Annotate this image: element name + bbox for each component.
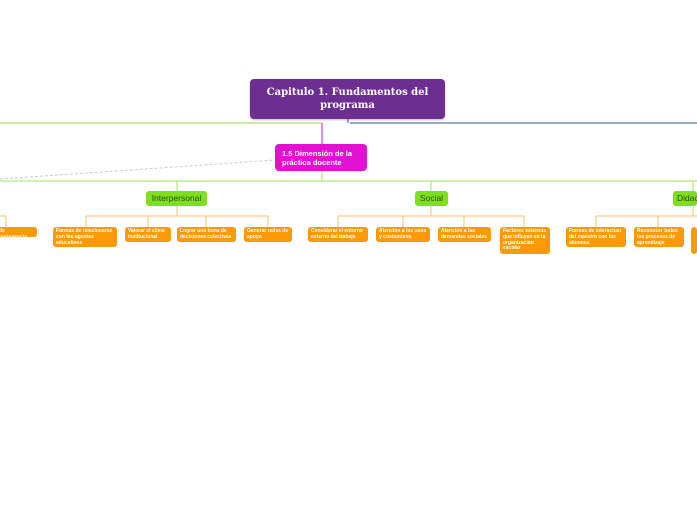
leaf-label: Valorar el clima institucional <box>128 228 165 240</box>
leaf-label: Considerar el entorno externo del trabaj… <box>311 228 363 240</box>
leaf-pertenencia[interactable]: de pertenencia <box>0 227 37 237</box>
leaf-entorno-externo[interactable]: Considerar el entorno externo del trabaj… <box>308 227 368 242</box>
leaf-demandas-sociales[interactable]: Atención a las demandas sociales <box>438 227 491 242</box>
leaf-label: Generar redes de apoyo <box>247 228 289 240</box>
subtopic-practica-docente[interactable]: 1.5 Dimensión de la práctica docente <box>275 144 367 171</box>
category-label: Didac <box>677 193 697 203</box>
root-topic[interactable]: Capitulo 1. Fundamentos del programa <box>250 79 445 119</box>
leaf-redes-apoyo[interactable]: Generar redes de apoyo <box>244 227 292 242</box>
leaf-procesos-aprendizaje[interactable]: Reconocer todos los procesos de aprendiz… <box>634 227 684 247</box>
category-interpersonal[interactable]: Interpersonal <box>146 191 207 206</box>
dashed-relation <box>0 159 276 180</box>
leaf-formas-relacionarse[interactable]: Formas de relacionarse con los agentes e… <box>53 227 117 247</box>
leaf-label: Formas de interactuar del maestro con lo… <box>569 228 622 246</box>
leaf-didactic-partial[interactable] <box>691 227 697 254</box>
category-label: Social <box>419 193 444 203</box>
leaf-label: Atención a los usos y costumbres <box>379 228 427 240</box>
subtopic-label: 1.5 Dimensión de la práctica docente <box>282 149 353 167</box>
leaf-decisiones-colectivas[interactable]: Lograr una toma de decisiones colectivas <box>177 227 236 242</box>
category-label: Interpersonal <box>151 193 202 203</box>
leaf-label: Factores externos que influyen en la org… <box>503 228 547 252</box>
category-didactic-partial[interactable]: Didac <box>673 191 697 206</box>
category-social[interactable]: Social <box>415 191 448 206</box>
leaf-usos-costumbres[interactable]: Atención a los usos y costumbres <box>376 227 430 242</box>
leaf-label: Formas de relacionarse con los agentes e… <box>56 228 113 246</box>
root-topic-label: Capitulo 1. Fundamentos del programa <box>266 87 429 111</box>
leaf-label: Reconocer todos los procesos de aprendiz… <box>637 228 678 246</box>
leaf-label: de pertenencia <box>0 228 28 237</box>
leaf-interactuar-alumnos[interactable]: Formas de interactuar del maestro con lo… <box>566 227 626 247</box>
leaf-label: Atención a las demandas sociales <box>441 228 487 240</box>
leaf-clima-institucional[interactable]: Valorar el clima institucional <box>125 227 171 242</box>
leaf-label: Lograr una toma de decisiones colectivas <box>180 228 232 240</box>
leaf-factores-externos[interactable]: Factores externos que influyen en la org… <box>500 227 550 254</box>
